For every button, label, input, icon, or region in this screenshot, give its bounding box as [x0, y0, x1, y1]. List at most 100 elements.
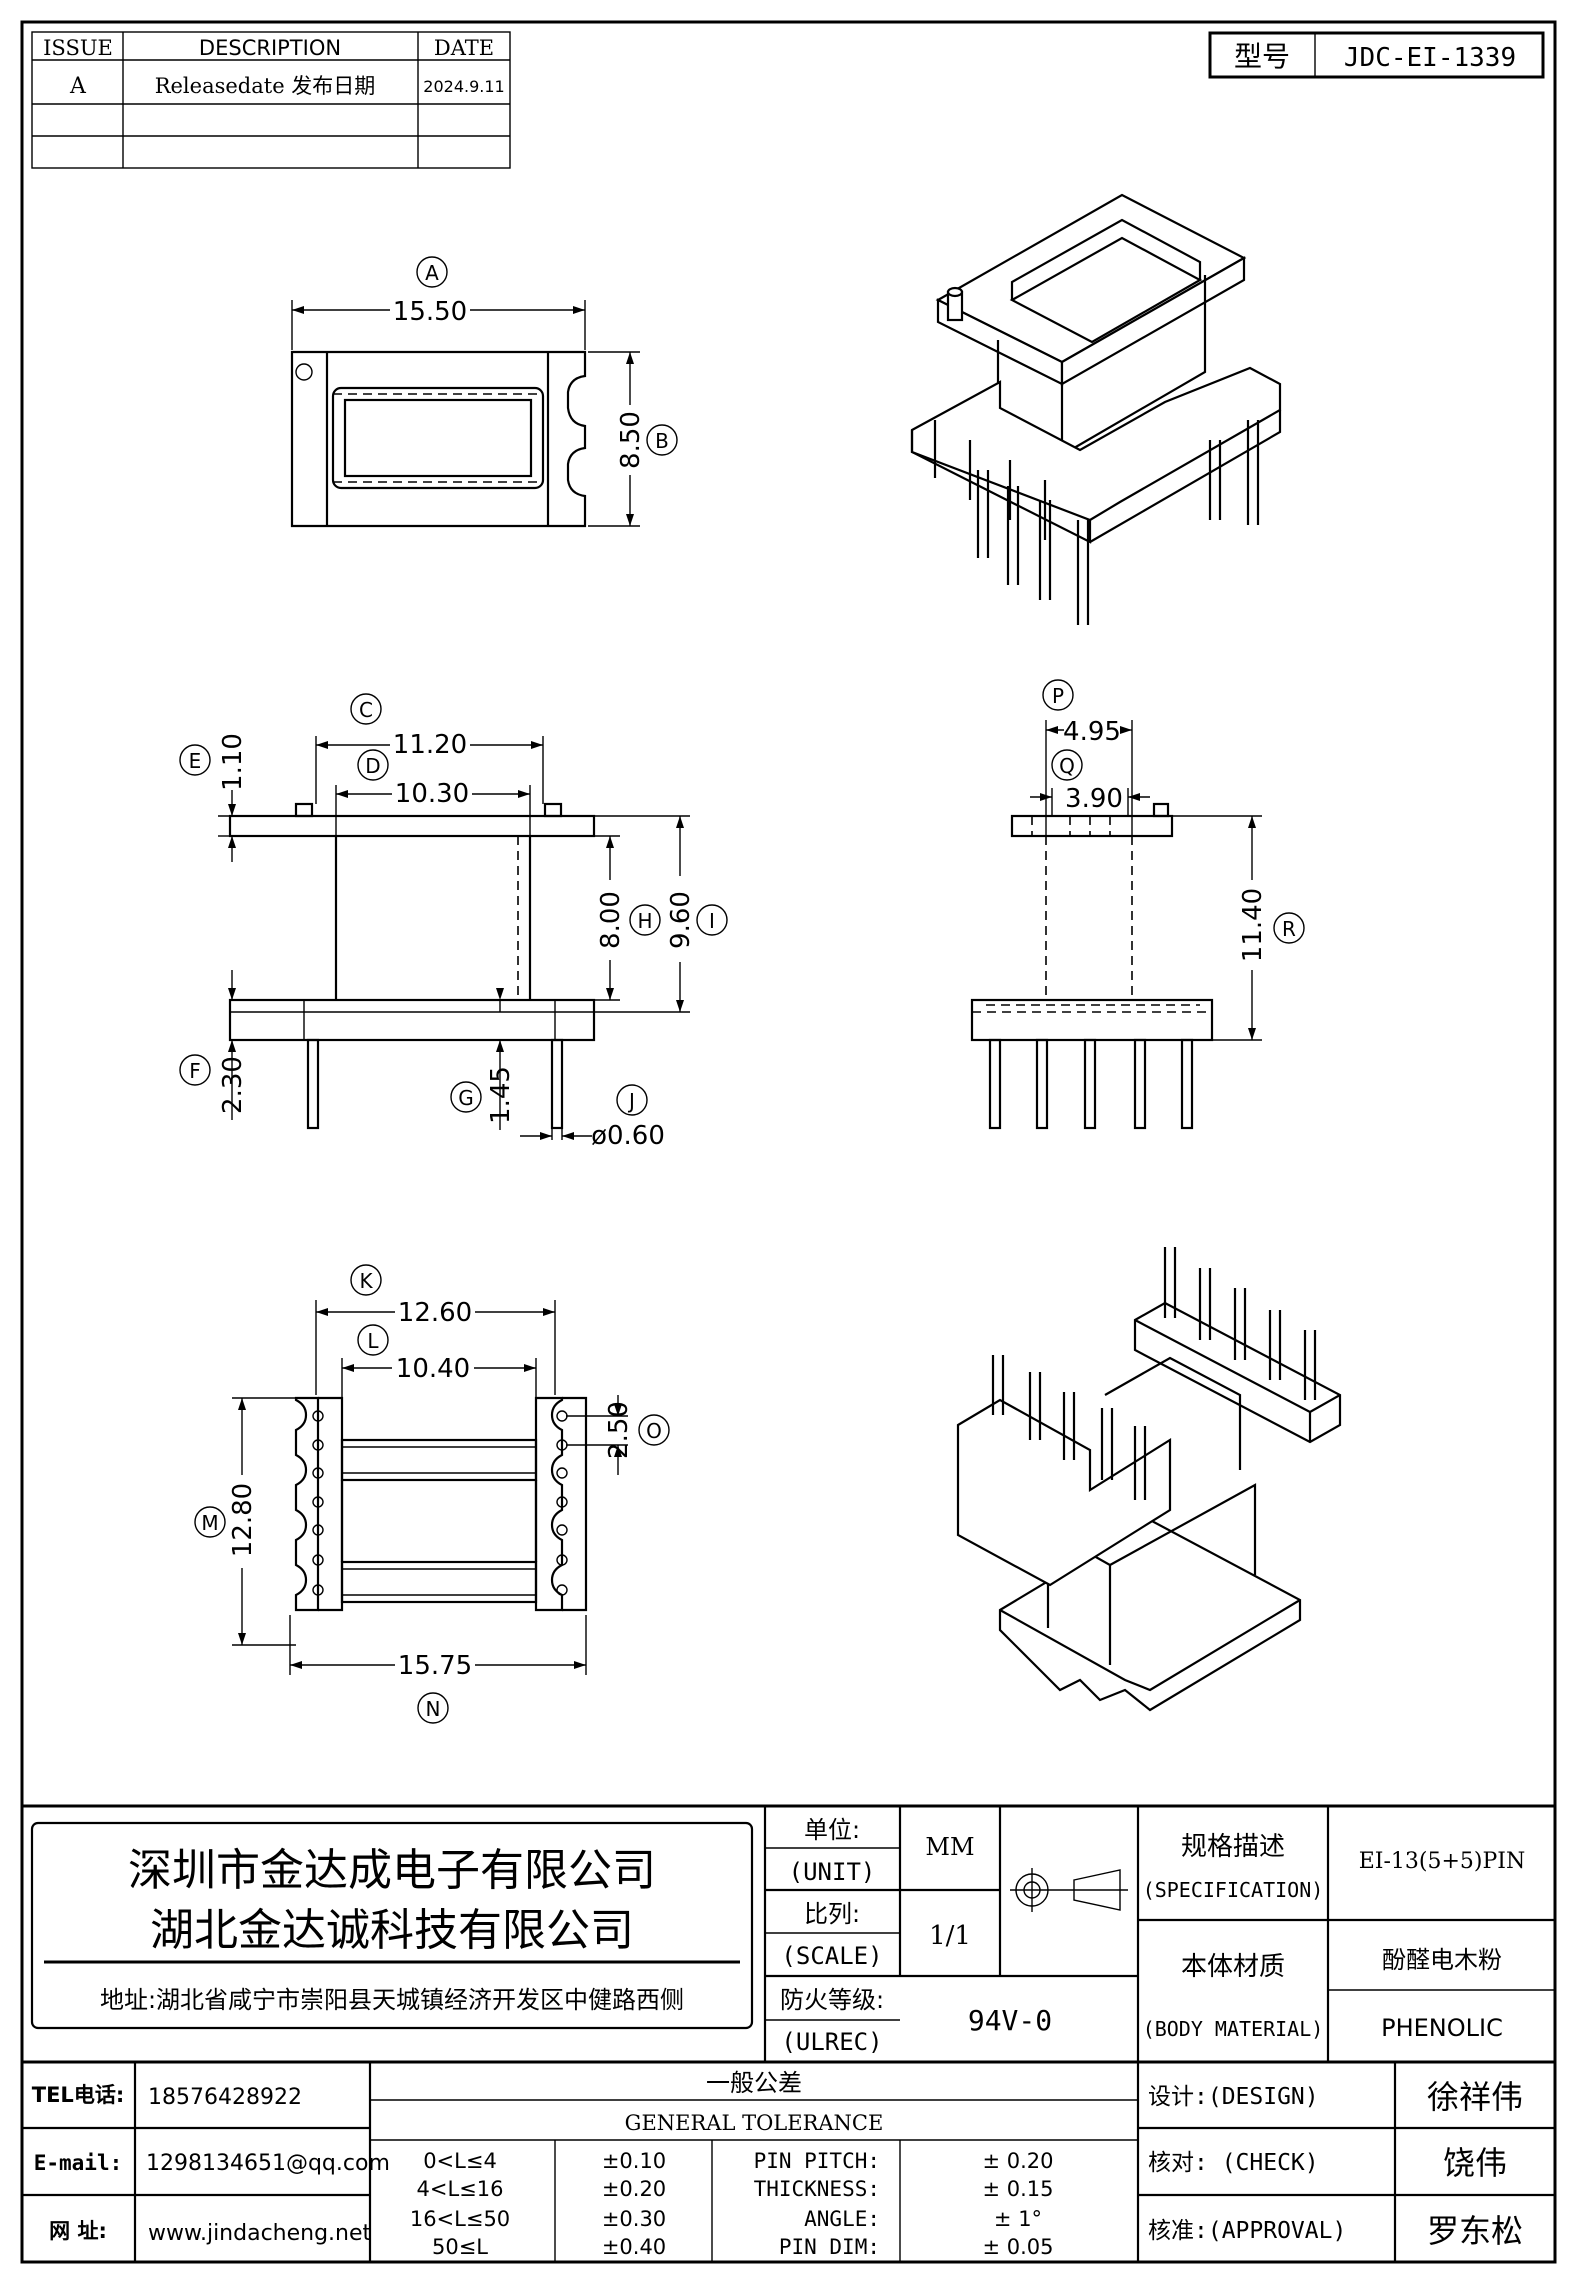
bottom-view: 12.60 K 10.40 L 12.80 M 15.75 N 2.50 O [194, 1264, 670, 1724]
dim-i-value: 9.60 [666, 891, 696, 949]
dim-q-tag: Q [1059, 754, 1075, 778]
tol-item-4: PIN DIM: [779, 2235, 880, 2259]
dim-g-value: 1.45 [486, 1066, 516, 1124]
dim-f-value: 2.30 [218, 1056, 248, 1114]
dim-h-tag: H [637, 909, 652, 933]
rev-header-description: DESCRIPTION [199, 36, 341, 60]
side-view: 4.95 P 3.90 Q 11.40 R [970, 679, 1305, 1130]
dim-r-tag: R [1282, 917, 1296, 941]
iso-view-top [910, 193, 1282, 625]
tolerance-title-cn: 一般公差 [706, 2069, 802, 2097]
tol-item-1: PIN PITCH: [754, 2149, 880, 2173]
material-label-en: (BODY MATERIAL) [1143, 2017, 1324, 2041]
dim-n-value: 15.75 [398, 1651, 472, 1681]
tol-item-value-4: ± 0.05 [982, 2235, 1053, 2259]
model-value: JDC-EI-1339 [1344, 43, 1516, 73]
tol-item-value-1: ± 0.20 [982, 2149, 1053, 2173]
ul-label: 防火等级: [780, 1986, 884, 2014]
ul-value: 94V-0 [968, 2004, 1052, 2037]
tol-value-3: ±0.30 [602, 2207, 666, 2231]
email-value: 1298134651@qq.com [146, 2151, 390, 2176]
tol-item-3: ANGLE: [804, 2207, 880, 2231]
projection-symbol-icon [1010, 1868, 1128, 1912]
unit-value: MM [925, 1833, 974, 1861]
spec-label-en: (SPECIFICATION) [1143, 1878, 1324, 1902]
model-box: 型号 JDC-EI-1339 [1208, 31, 1545, 79]
approval-label: 核准:(APPROVAL) [1148, 2218, 1346, 2244]
ul-label-en: (ULREC) [781, 2028, 882, 2056]
dim-p-tag: P [1052, 684, 1064, 708]
tol-item-2: THICKNESS: [754, 2177, 880, 2201]
design-label: 设计:(DESIGN) [1148, 2084, 1319, 2110]
dim-a-value: 15.50 [393, 297, 467, 327]
dim-i-tag: I [709, 909, 715, 933]
model-label: 型号 [1234, 40, 1290, 73]
company-name-1: 深圳市金达成电子有限公司 [128, 1845, 656, 1896]
dim-g-tag: G [458, 1086, 474, 1110]
revision-block: ISSUE DESCRIPTION DATE A Releasedate 发布日… [31, 31, 511, 169]
tel-label: TEL电话: [32, 2083, 124, 2107]
tol-value-1: ±0.10 [602, 2149, 666, 2173]
tol-value-2: ±0.20 [602, 2177, 666, 2201]
design-name: 徐祥伟 [1427, 2078, 1523, 2116]
dim-o-tag: O [646, 1419, 662, 1443]
spec-label: 规格描述 [1181, 1832, 1285, 1862]
rev-header-issue: ISSUE [43, 36, 113, 60]
company-name-2: 湖北金达诚科技有限公司 [150, 1905, 634, 1956]
tol-range-1: 0<L≤4 [423, 2149, 497, 2173]
dim-c-value: 11.20 [393, 730, 467, 760]
dim-o-value: 2.50 [604, 1401, 634, 1459]
material-value-en: PHENOLIC [1381, 2014, 1503, 2042]
title-block: 深圳市金达成电子有限公司 湖北金达诚科技有限公司 地址:湖北省咸宁市崇阳县天城镇… [22, 1804, 1555, 2262]
dim-d-tag: D [365, 754, 380, 778]
tolerance-title-en: GENERAL TOLERANCE [625, 2111, 884, 2135]
web-value: www.jindacheng.net [148, 2221, 372, 2246]
dim-j-tag: J [627, 1089, 635, 1113]
material-value-cn: 酚醛电木粉 [1382, 1946, 1502, 1974]
check-label: 核对: (CHECK) [1148, 2150, 1319, 2176]
dim-l-tag: L [367, 1329, 379, 1353]
approval-name: 罗东松 [1427, 2212, 1523, 2250]
front-view: 11.20 C 10.30 D 1.10 E 2.30 F 1.45 G 8.0 [179, 693, 728, 1151]
dim-k-tag: K [359, 1269, 373, 1293]
tel-value: 18576428922 [148, 2085, 302, 2110]
rev-row-date: 2024.9.11 [423, 77, 504, 96]
dim-e-value: 1.10 [218, 733, 248, 791]
dim-f-tag: F [189, 1059, 201, 1083]
top-view: 15.50 A 8.50 B [290, 256, 678, 528]
tol-range-4: 50≤L [432, 2235, 488, 2259]
dim-m-value: 12.80 [228, 1483, 258, 1557]
scale-value: 1/1 [929, 1921, 971, 1951]
dim-b-value: 8.50 [616, 411, 646, 469]
unit-label-en: (UNIT) [789, 1858, 876, 1886]
dim-h-value: 8.00 [596, 891, 626, 949]
dim-k-value: 12.60 [398, 1298, 472, 1328]
rev-row-description: Releasedate 发布日期 [155, 74, 376, 98]
web-label: 网 址: [49, 2219, 107, 2243]
tol-value-4: ±0.40 [602, 2235, 666, 2259]
sheet-border [20, 20, 1557, 2264]
scale-label-en: (SCALE) [781, 1942, 882, 1970]
dim-r-value: 11.40 [1238, 888, 1268, 962]
dim-j-value: ø0.60 [591, 1121, 665, 1151]
dim-c-tag: C [359, 698, 373, 722]
dim-n-tag: N [426, 1697, 441, 1721]
dim-a-tag: A [425, 261, 439, 285]
scale-label: 比列: [804, 1900, 860, 1928]
company-address: 地址:湖北省咸宁市崇阳县天城镇经济开发区中健路西侧 [100, 1986, 684, 2014]
dim-q-value: 3.90 [1065, 784, 1123, 814]
dim-l-value: 10.40 [396, 1354, 470, 1384]
dim-p-value: 4.95 [1063, 717, 1121, 747]
material-label: 本体材质 [1181, 1952, 1285, 1982]
check-name: 饶伟 [1443, 2144, 1507, 2182]
rev-row-issue: A [69, 74, 87, 99]
iso-view-bottom [956, 1247, 1342, 1712]
spec-value: EI-13(5+5)PIN [1359, 1849, 1526, 1874]
tol-range-2: 4<L≤16 [417, 2177, 504, 2201]
dim-d-value: 10.30 [395, 779, 469, 809]
tol-item-value-2: ± 0.15 [982, 2177, 1053, 2201]
tol-range-3: 16<L≤50 [410, 2207, 510, 2231]
tol-item-value-3: ± 1° [994, 2207, 1042, 2231]
rev-header-date: DATE [434, 36, 494, 60]
